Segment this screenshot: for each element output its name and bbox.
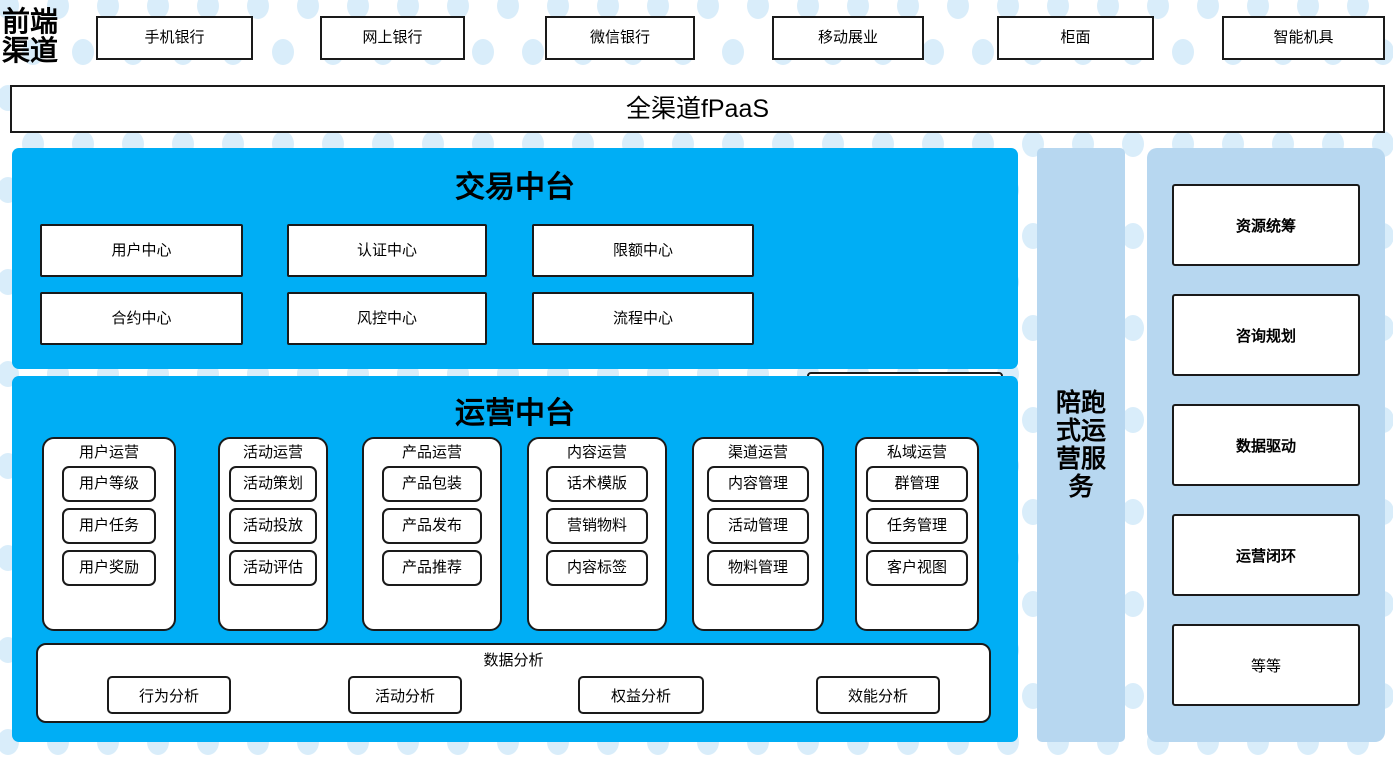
ops-column-4: 内容运营话术模版营销物料内容标签: [527, 437, 667, 631]
ops-item-1-1[interactable]: 用户等级: [62, 465, 156, 502]
service-item-2[interactable]: 咨询规划: [1172, 294, 1360, 376]
channel-box-2[interactable]: 网上银行: [320, 16, 465, 60]
ops-column-1: 用户运营用户等级用户任务用户奖励: [42, 437, 176, 631]
trade-center-box-2[interactable]: 认证中心: [287, 224, 487, 277]
channel-box-5[interactable]: 柜面: [997, 16, 1154, 60]
ops-item-4-3[interactable]: 内容标签: [546, 549, 648, 586]
channel-box-label: 微信银行: [589, 29, 650, 47]
ops-item-2-3[interactable]: 活动评估: [229, 549, 317, 586]
data-analysis-item-4[interactable]: 效能分析: [816, 676, 940, 714]
data-analysis-item-1[interactable]: 行为分析: [107, 676, 231, 714]
front-end-channel-label: 前端 渠道: [2, 2, 84, 72]
data-analysis-title: 数据分析: [483, 652, 544, 669]
service-item-1[interactable]: 资源统筹: [1172, 184, 1360, 266]
ops-column-title: 用户运营: [78, 444, 139, 461]
trade-center-box-1[interactable]: 用户中心: [40, 224, 243, 277]
ops-item-2-2[interactable]: 活动投放: [229, 507, 317, 544]
ops-item-2-1[interactable]: 活动策划: [229, 465, 317, 502]
channel-label-line1: 前端: [2, 6, 59, 38]
ops-column-6: 私域运营群管理任务管理客户视图: [855, 437, 979, 631]
ops-item-6-3[interactable]: 客户视图: [866, 549, 968, 586]
channel-box-4[interactable]: 移动展业: [772, 16, 924, 60]
trade-center-box-4[interactable]: 合约中心: [40, 292, 243, 345]
trade-center-box-6[interactable]: 流程中心: [532, 292, 754, 345]
channel-box-3[interactable]: 微信银行: [545, 16, 695, 60]
ops-item-6-2[interactable]: 任务管理: [866, 507, 968, 544]
service-item-4[interactable]: 运营闭环: [1172, 514, 1360, 596]
service-capability-panel: 资源统筹咨询规划数据驱动运营闭环等等: [1147, 148, 1385, 742]
escort-operation-service-label: 陪跑式运营服务: [1055, 389, 1106, 501]
ops-item-1-3[interactable]: 用户奖励: [62, 549, 156, 586]
service-item-3[interactable]: 数据驱动: [1172, 404, 1360, 486]
channel-label-line2: 渠道: [2, 36, 59, 67]
ops-column-3: 产品运营产品包装产品发布产品推荐: [362, 437, 502, 631]
ops-item-5-3[interactable]: 物料管理: [707, 549, 809, 586]
ops-item-6-1[interactable]: 群管理: [866, 465, 968, 502]
trade-center-title: 交易中台: [455, 171, 575, 204]
ops-column-title: 渠道运营: [727, 444, 788, 461]
data-analysis-item-2[interactable]: 活动分析: [348, 676, 462, 714]
channel-box-label: 智能机具: [1273, 29, 1334, 47]
channel-box-1[interactable]: 手机银行: [96, 16, 253, 60]
data-analysis-group: 数据分析 行为分析 活动分析 权益分析 效能分析: [36, 643, 991, 723]
channel-box-label: 柜面: [1060, 29, 1091, 47]
ops-item-4-1[interactable]: 话术模版: [546, 465, 648, 502]
trade-center-box-label: 风控中心: [356, 309, 417, 327]
fpaas-label: 全渠道fPaaS: [625, 94, 770, 123]
all-channel-fpaas-bar[interactable]: 全渠道fPaaS: [10, 85, 1385, 133]
ops-item-5-2[interactable]: 活动管理: [707, 507, 809, 544]
ops-item-5-1[interactable]: 内容管理: [707, 465, 809, 502]
data-analysis-item-3[interactable]: 权益分析: [578, 676, 704, 714]
channel-box-label: 网上银行: [362, 29, 423, 47]
ops-item-1-2[interactable]: 用户任务: [62, 507, 156, 544]
ops-column-2: 活动运营活动策划活动投放活动评估: [218, 437, 328, 631]
trade-center-box-label: 认证中心: [356, 241, 417, 259]
ops-item-3-2[interactable]: 产品发布: [382, 507, 482, 544]
ops-item-3-3[interactable]: 产品推荐: [382, 549, 482, 586]
channel-box-label: 移动展业: [817, 29, 878, 47]
ops-column-5: 渠道运营内容管理活动管理物料管理: [692, 437, 824, 631]
channel-box-label: 手机银行: [144, 29, 205, 47]
ops-column-title: 内容运营: [566, 444, 627, 461]
ops-item-3-1[interactable]: 产品包装: [382, 465, 482, 502]
escort-operation-service-column: 陪跑式运营服务: [1037, 148, 1125, 742]
trade-center-box-label: 用户中心: [111, 241, 172, 259]
ops-center-title: 运营中台: [455, 397, 575, 430]
ops-column-title: 活动运营: [242, 444, 303, 461]
service-item-5[interactable]: 等等: [1172, 624, 1360, 706]
trade-center-box-3[interactable]: 限额中心: [532, 224, 754, 277]
trade-center-box-5[interactable]: 风控中心: [287, 292, 487, 345]
channel-box-6[interactable]: 智能机具: [1222, 16, 1385, 60]
trade-center-box-label: 限额中心: [612, 241, 673, 259]
trade-center-box-label: 流程中心: [612, 309, 673, 327]
trade-center-box-label: 合约中心: [111, 309, 172, 327]
ops-column-title: 产品运营: [401, 444, 462, 461]
ops-item-4-2[interactable]: 营销物料: [546, 507, 648, 544]
ops-column-title: 私域运营: [886, 444, 947, 461]
